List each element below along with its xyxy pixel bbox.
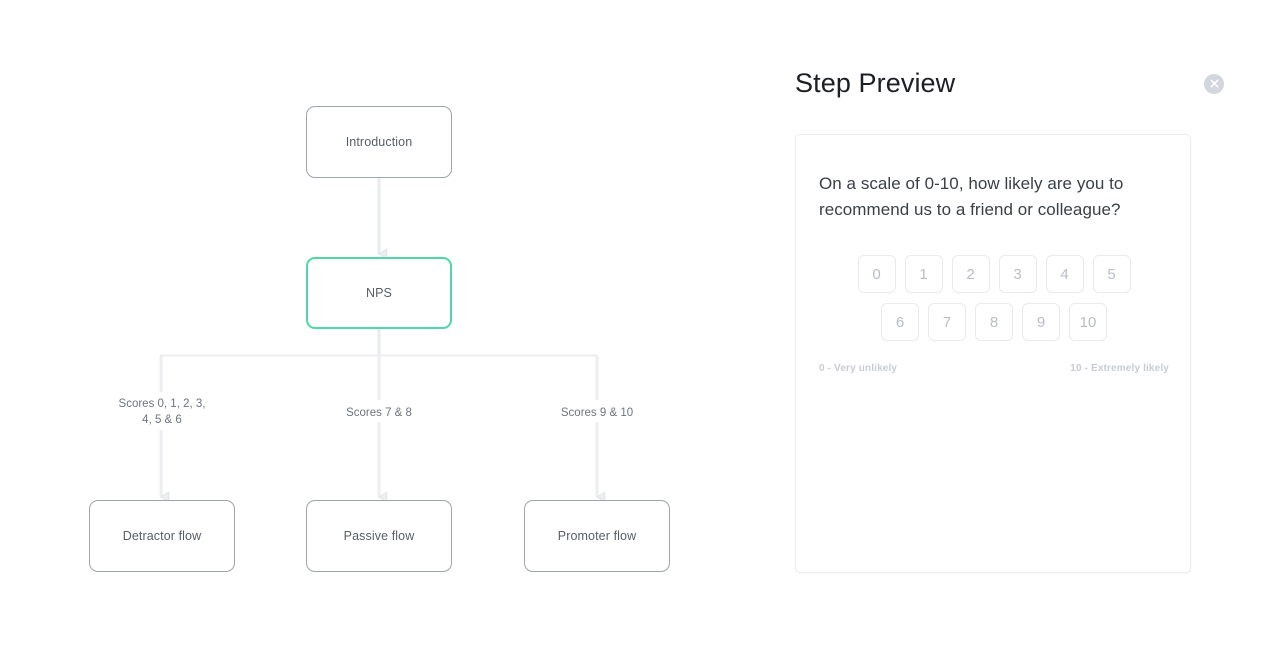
label-mask-promoter	[552, 400, 644, 422]
preview-header: Step Preview	[795, 68, 1225, 99]
nps-score-button-10[interactable]: 10	[1069, 303, 1107, 341]
flow-node-introduction[interactable]: Introduction	[306, 106, 452, 178]
flow-node-detractor-flow[interactable]: Detractor flow	[89, 500, 235, 572]
edge-label-promoter: Scores 9 & 10	[560, 407, 634, 419]
nps-score-button-6[interactable]: 6	[881, 303, 919, 341]
label-mask-passive	[336, 400, 424, 422]
edge-label-line-1: Scores 0, 1, 2, 3,	[118, 398, 206, 410]
question-text: On a scale of 0-10, how likely are you t…	[819, 174, 1124, 219]
scale-high-label: 10 - Extremely likely	[1070, 363, 1169, 374]
nps-score-button-2[interactable]: 2	[951, 255, 990, 293]
flow-node-label: Detractor flow	[122, 529, 202, 543]
scale-labels: 0 - Very unlikely 10 - Extremely likely	[819, 363, 1169, 374]
nps-score-button-9[interactable]: 9	[1022, 303, 1060, 341]
flow-diagram-canvas: Introduction NPS Detractor flow Passive …	[77, 106, 760, 659]
nps-score-button-8[interactable]: 8	[975, 303, 1013, 341]
nps-score-scale: 0 1 2 3 4 5 6 7 8 9 10	[819, 255, 1169, 351]
flow-node-passive-flow[interactable]: Passive flow	[306, 500, 452, 572]
nps-score-button-5[interactable]: 5	[1092, 255, 1131, 293]
nps-score-button-0[interactable]: 0	[857, 255, 896, 293]
flow-node-label: Passive flow	[343, 529, 415, 543]
nps-score-row-2: 6 7 8 9 10	[819, 303, 1169, 341]
flow-node-nps[interactable]: NPS	[306, 257, 452, 329]
step-preview-panel: Step Preview On a scale of 0-10, how lik…	[760, 0, 1280, 659]
flow-connectors	[159, 178, 760, 659]
nps-score-button-7[interactable]: 7	[928, 303, 966, 341]
close-circle-icon[interactable]	[1204, 73, 1224, 94]
nps-score-button-4[interactable]: 4	[1045, 255, 1084, 293]
label-mask-detractor	[106, 392, 218, 430]
edge-label-passive: Scores 7 & 8	[346, 407, 412, 419]
scale-low-label: 0 - Very unlikely	[819, 363, 898, 374]
flow-node-label: Promoter flow	[557, 529, 637, 543]
page-title: Step Preview	[795, 68, 956, 98]
step-preview-card: On a scale of 0-10, how likely are you t…	[795, 134, 1191, 573]
flow-node-label: Introduction	[345, 135, 413, 149]
flow-node-promoter-flow[interactable]: Promoter flow	[524, 500, 670, 572]
flow-node-label: NPS	[365, 286, 392, 300]
edge-label-detractor: Scores 0, 1, 2, 3, 4, 5 & 6	[77, 396, 247, 428]
nps-score-button-1[interactable]: 1	[904, 255, 943, 293]
edge-label-line-2: 4, 5 & 6	[142, 414, 182, 426]
nps-score-row-1: 0 1 2 3 4 5	[819, 255, 1169, 293]
nps-score-button-3[interactable]: 3	[998, 255, 1037, 293]
